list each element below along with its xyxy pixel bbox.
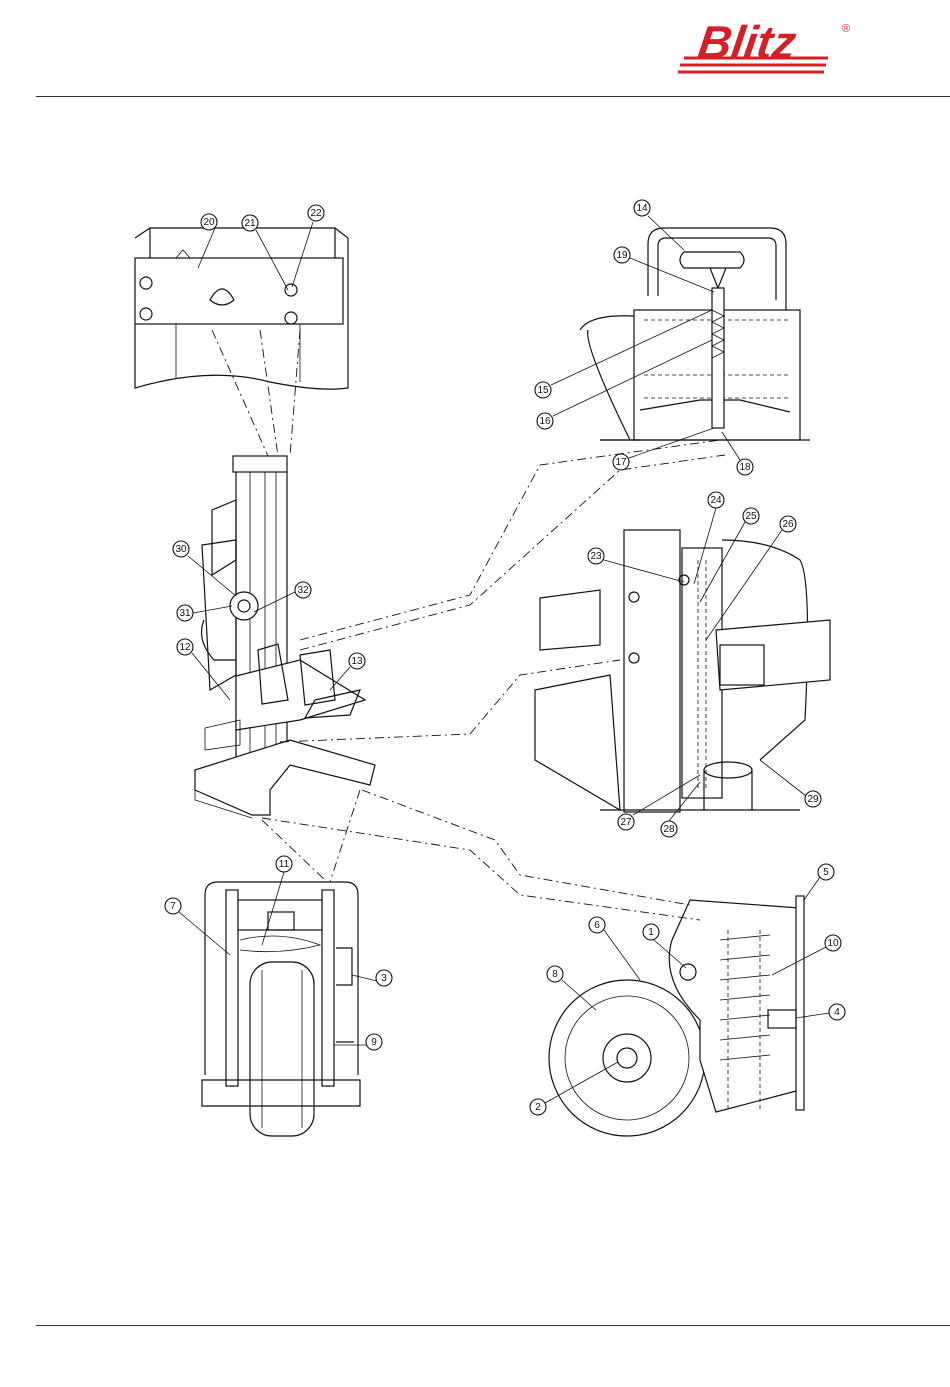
callout-number: 26 xyxy=(782,519,794,530)
callout-11: 11 xyxy=(276,856,292,872)
detail-carriage xyxy=(535,530,830,812)
callout-number: 10 xyxy=(827,938,839,949)
callout-15: 15 xyxy=(535,382,551,398)
callout-9: 9 xyxy=(366,1034,382,1050)
callout-30: 30 xyxy=(173,541,189,557)
callout-number: 32 xyxy=(297,585,309,596)
callout-1: 1 xyxy=(643,924,659,940)
callout-number: 16 xyxy=(539,416,551,427)
callout-22: 22 xyxy=(308,205,324,221)
callout-number: 5 xyxy=(823,867,829,878)
callout-10: 10 xyxy=(825,935,841,951)
callout-19: 19 xyxy=(614,247,630,263)
callout-number: 22 xyxy=(310,208,322,219)
callout-number: 17 xyxy=(615,457,627,468)
callout-number: 27 xyxy=(620,817,632,828)
callout-number: 20 xyxy=(203,217,215,228)
callout-21: 21 xyxy=(242,215,258,231)
callout-18: 18 xyxy=(737,459,753,475)
callout-number: 3 xyxy=(381,973,387,984)
callout-number: 14 xyxy=(636,203,648,214)
callout-number: 12 xyxy=(179,642,191,653)
main-lifting-column xyxy=(195,456,375,818)
detail-wheel-fork-front xyxy=(202,882,360,1136)
callout-31: 31 xyxy=(177,605,193,621)
callout-number: 19 xyxy=(616,250,628,261)
callout-number: 9 xyxy=(371,1037,377,1048)
callout-14: 14 xyxy=(634,200,650,216)
callout-number: 18 xyxy=(739,462,751,473)
callout-number: 23 xyxy=(590,551,602,562)
callout-number: 13 xyxy=(351,656,363,667)
callout-32: 32 xyxy=(295,582,311,598)
callout-number: 29 xyxy=(807,794,819,805)
detail-mounting-bracket xyxy=(135,228,348,389)
callout-number: 25 xyxy=(745,511,757,522)
callout-5: 5 xyxy=(818,864,834,880)
callout-25: 25 xyxy=(743,508,759,524)
callout-12: 12 xyxy=(177,639,193,655)
callout-29: 29 xyxy=(805,791,821,807)
callout-20: 20 xyxy=(201,214,217,230)
callout-16: 16 xyxy=(537,413,553,429)
callout-number: 2 xyxy=(535,1102,541,1113)
callout-number: 7 xyxy=(170,901,176,912)
callout-number: 21 xyxy=(244,218,256,229)
callout-4: 4 xyxy=(829,1004,845,1020)
detail-wheel-side xyxy=(549,896,804,1136)
detail-lock-pin xyxy=(580,228,810,440)
callout-number: 28 xyxy=(663,824,675,835)
callout-24: 24 xyxy=(708,492,724,508)
callout-2: 2 xyxy=(530,1099,546,1115)
callout-7: 7 xyxy=(165,898,181,914)
callout-number: 30 xyxy=(175,544,187,555)
callout-17: 17 xyxy=(613,454,629,470)
callout-28: 28 xyxy=(661,821,677,837)
callout-3: 3 xyxy=(376,970,392,986)
callout-8: 8 xyxy=(547,966,563,982)
callout-13: 13 xyxy=(349,653,365,669)
callout-number: 15 xyxy=(537,385,549,396)
callout-number: 8 xyxy=(552,969,558,980)
callout-6: 6 xyxy=(589,917,605,933)
callout-number: 6 xyxy=(594,920,600,931)
callout-26: 26 xyxy=(780,516,796,532)
callout-number: 1 xyxy=(648,927,654,938)
callout-number: 24 xyxy=(710,495,722,506)
callout-number: 11 xyxy=(279,859,290,870)
callout-number: 31 xyxy=(179,608,191,619)
callout-23: 23 xyxy=(588,548,604,564)
callout-27: 27 xyxy=(618,814,634,830)
callout-number: 4 xyxy=(834,1007,840,1018)
